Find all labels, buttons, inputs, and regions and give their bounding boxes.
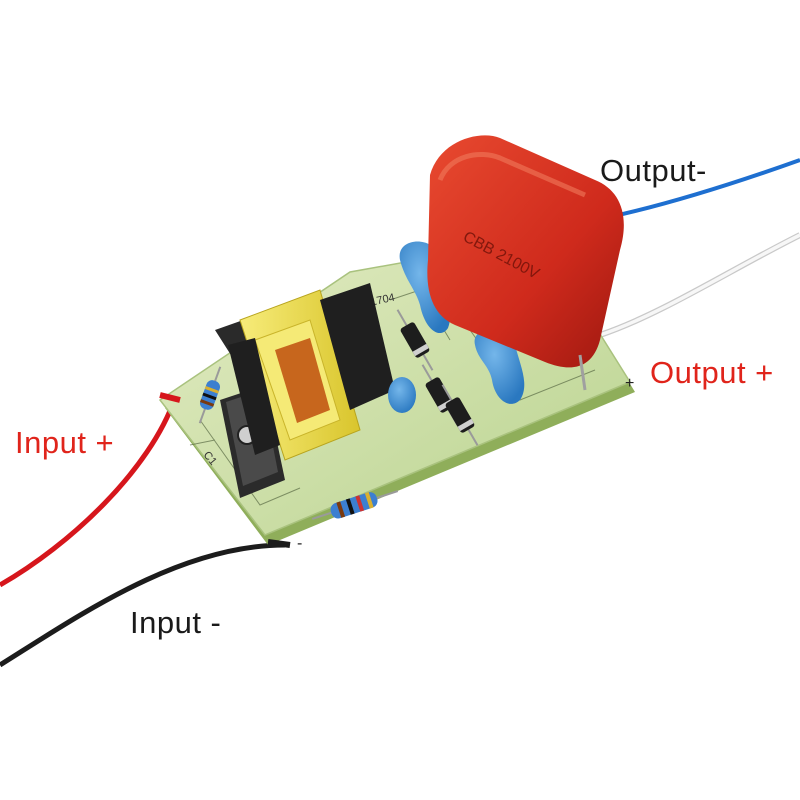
terminal-plus-marking: + (625, 375, 634, 392)
resistor-left (198, 366, 222, 424)
output-positive-label: Output + (650, 355, 774, 390)
film-capacitor: CBB 2100V (427, 135, 624, 391)
wires (0, 158, 800, 668)
wire-input-positive-red (0, 397, 178, 588)
wire-input-negative-black (0, 542, 286, 668)
transformer-component (215, 283, 395, 461)
output-negative-label: Output- (600, 153, 707, 188)
resistor-bottom (311, 490, 399, 520)
input-positive-label: Input + (15, 425, 115, 460)
diodes (396, 309, 479, 446)
wire-output-positive-white-core (599, 233, 800, 337)
input-negative-label: Input - (130, 605, 222, 640)
wire-stubs (159, 392, 291, 548)
terminal-minus-marking: - (297, 535, 302, 552)
